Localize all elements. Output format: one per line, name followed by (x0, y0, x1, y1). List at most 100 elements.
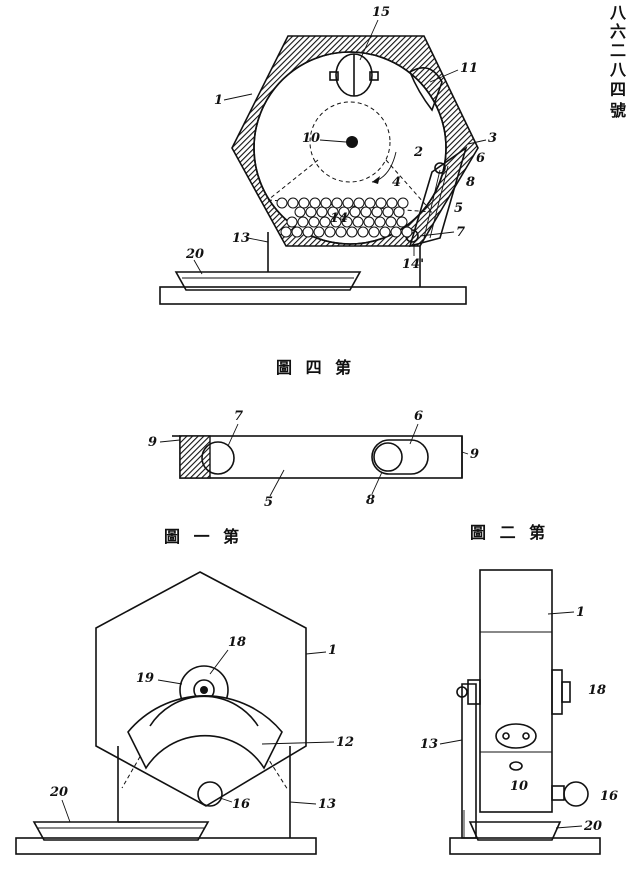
fig4-ball (371, 206, 383, 218)
fig4-ball (319, 216, 331, 228)
fig2-label-1: 1 (576, 605, 585, 620)
side-char-3: 二 (610, 41, 626, 60)
fig4-ball (393, 206, 405, 218)
fig4-ball (324, 226, 336, 238)
strip-label-8: 8 (366, 493, 375, 508)
fig4-window (409, 66, 443, 112)
fig4-ball (374, 216, 386, 228)
fig2-label-16: 16 (600, 789, 618, 804)
fig1-label-13: 13 (318, 797, 336, 812)
fig4-label-8: 8 (466, 175, 475, 190)
side-char-6: 號 (610, 101, 626, 120)
fig2-label-13: 13 (420, 737, 438, 752)
fig1-labels: 18 19 1 12 16 13 20 (49, 635, 354, 823)
fig2-left-bolt (467, 679, 481, 705)
fig4-label-7: 7 (456, 225, 465, 240)
fig2-window (509, 761, 523, 771)
fig1-knob (197, 781, 223, 807)
fig4-dashed-circle (309, 101, 391, 183)
fig2-body (479, 569, 553, 813)
side-char-1: 八 (609, 3, 627, 22)
fig2-base-plate (449, 837, 601, 855)
strip-label-6: 6 (414, 409, 423, 424)
fig2-label-18: 18 (588, 683, 606, 698)
fig4-label-14-prime: 14' (402, 257, 424, 272)
fig4-ball (308, 216, 320, 228)
fig2-knob-shaft (551, 785, 565, 801)
strip-slot-right (371, 439, 429, 475)
figure-1 (15, 571, 317, 855)
fig4-ball (397, 197, 409, 209)
slide-strip (172, 435, 463, 479)
fig4-ball (302, 226, 314, 238)
fig4-ball (353, 197, 365, 209)
fig4-chute (408, 146, 468, 248)
fig2-knob (563, 781, 589, 807)
fig4-ball (386, 197, 398, 209)
strip-label-9-left: 9 (148, 435, 157, 450)
fig4-ball (341, 216, 353, 228)
fig1-label-12: 12 (336, 735, 354, 750)
fig4-label-14: 14 (330, 211, 348, 226)
fig4-label-15: 15 (372, 5, 390, 20)
fig2-label-10: 10 (510, 779, 528, 794)
fig1-label-18: 18 (228, 635, 246, 650)
fig2-stand (461, 683, 477, 839)
fig4-label-20: 20 (185, 247, 204, 262)
fig4-ball (385, 216, 397, 228)
fig2-label-20: 20 (583, 819, 602, 834)
fig4-label-2: 2 (413, 145, 423, 160)
side-number-text: 八 六 二 八 四 號 (609, 3, 627, 120)
side-char-5: 四 (610, 80, 626, 99)
fig1-tray (32, 821, 210, 841)
fig4-ball (342, 197, 354, 209)
fig4-ball (396, 216, 408, 228)
fig4-ball (313, 226, 325, 238)
fig4-ball (401, 226, 413, 238)
fig4-ball (287, 197, 299, 209)
fig4-label-10: 10 (302, 131, 320, 146)
fig4-ball (360, 206, 372, 218)
fig4-ball (280, 226, 292, 238)
fig4-ball (320, 197, 332, 209)
fig2-oval-slot (495, 723, 537, 749)
fig2-labels: 1 18 13 10 16 20 (420, 605, 618, 834)
fig4-ball (338, 206, 350, 218)
fig4-drum (253, 51, 447, 245)
fig4-ball (331, 197, 343, 209)
strip-label-7: 7 (234, 409, 243, 424)
fig1-label-19: 19 (136, 671, 154, 686)
fig4-labels: 15 11 1 10 3 6 8 5 7 14 4 2 13 20 14' (185, 5, 497, 275)
fig4-ball (305, 206, 317, 218)
fig4-ball (357, 226, 369, 238)
fig2-right-hub (551, 669, 563, 715)
fig4-label-13: 13 (232, 231, 250, 246)
fig4-ball (346, 226, 358, 238)
fig4-ball (368, 226, 380, 238)
fig4-ball (276, 197, 288, 209)
fig4-ball (352, 216, 364, 228)
fig4-ball (363, 216, 375, 228)
fig4-ball (286, 216, 298, 228)
fig4-ball (298, 197, 310, 209)
fig4-ball (379, 226, 391, 238)
fig4-ball (327, 206, 339, 218)
side-char-4: 八 (609, 60, 627, 79)
fig4-ball (364, 197, 376, 209)
fig1-label-20: 20 (49, 785, 68, 800)
fig4-tray (174, 271, 362, 291)
fig4-ball (390, 226, 402, 238)
fig4-ball (335, 226, 347, 238)
strip-label-9-right: 9 (470, 447, 479, 462)
fig4-label-3: 3 (488, 131, 497, 146)
fig1-label-1: 1 (328, 643, 337, 658)
fig4-label-6: 6 (476, 151, 485, 166)
fig4-ball (297, 216, 309, 228)
fig4-label-11: 11 (460, 61, 478, 76)
fig4-ball (294, 206, 306, 218)
fig4-ball (382, 206, 394, 218)
fig4-axle (346, 136, 358, 148)
side-char-2: 六 (610, 22, 626, 41)
fig4-ball (309, 197, 321, 209)
